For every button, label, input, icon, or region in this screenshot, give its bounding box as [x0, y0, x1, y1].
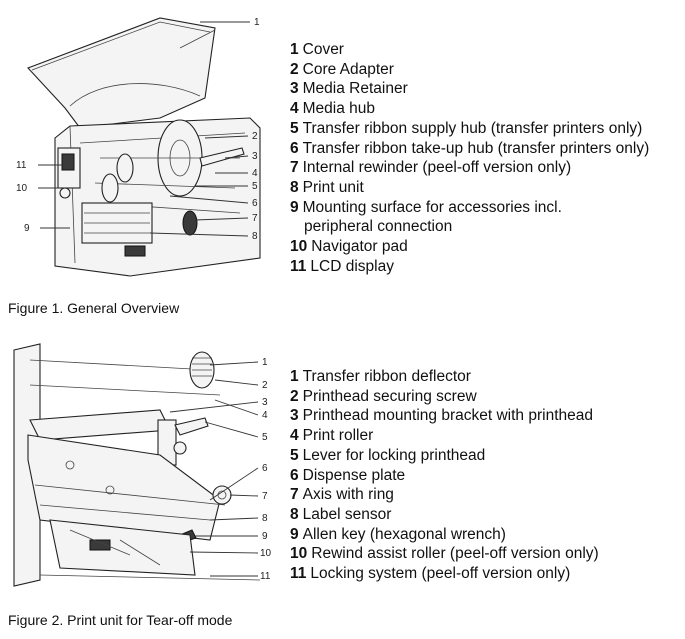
fig1-callout-4: 4 — [252, 168, 258, 179]
fig1-callout-3: 3 — [252, 151, 258, 162]
fig2-callout-3: 3 — [262, 397, 268, 408]
figure1-caption: Figure 1. General Overview — [8, 300, 180, 316]
fig1-callout-1: 1 — [254, 17, 260, 28]
fig2-callout-6: 6 — [262, 463, 268, 474]
fig2-callout-2: 2 — [262, 380, 268, 391]
legend-item-continuation: peripheral connection — [304, 218, 453, 236]
fig2-callout-8: 8 — [262, 513, 268, 524]
fig2-callout-1: 1 — [262, 357, 268, 368]
figure1-illustration: 1 2 3 4 5 6 7 8 9 10 11 — [10, 8, 278, 290]
figure2-caption: Figure 2. Print unit for Tear-off mode — [8, 612, 233, 628]
figure2-illustration: 1 2 3 4 5 6 7 8 9 10 11 — [10, 340, 278, 592]
fig1-callout-6: 6 — [252, 198, 258, 209]
fig2-callout-10: 10 — [260, 548, 272, 559]
fig2-callout-7: 7 — [262, 491, 268, 502]
fig1-callout-11: 11 — [16, 160, 27, 171]
fig1-callout-7: 7 — [252, 213, 258, 224]
fig1-callout-8: 8 — [252, 231, 258, 242]
fig1-callout-10: 10 — [16, 183, 28, 194]
fig1-callout-9: 9 — [24, 223, 30, 234]
fig2-callout-5: 5 — [262, 432, 268, 443]
fig1-callout-5: 5 — [252, 181, 258, 192]
fig1-callout-2: 2 — [252, 131, 258, 142]
print-unit-drawing: 1 2 3 4 5 6 7 8 9 10 11 — [13, 343, 272, 587]
fig2-callout-4: 4 — [262, 410, 268, 421]
printer-overview-drawing: 1 2 3 4 5 6 7 8 9 10 11 — [16, 17, 261, 277]
fig2-callout-11: 11 — [260, 571, 271, 582]
fig2-callout-9: 9 — [262, 531, 268, 542]
